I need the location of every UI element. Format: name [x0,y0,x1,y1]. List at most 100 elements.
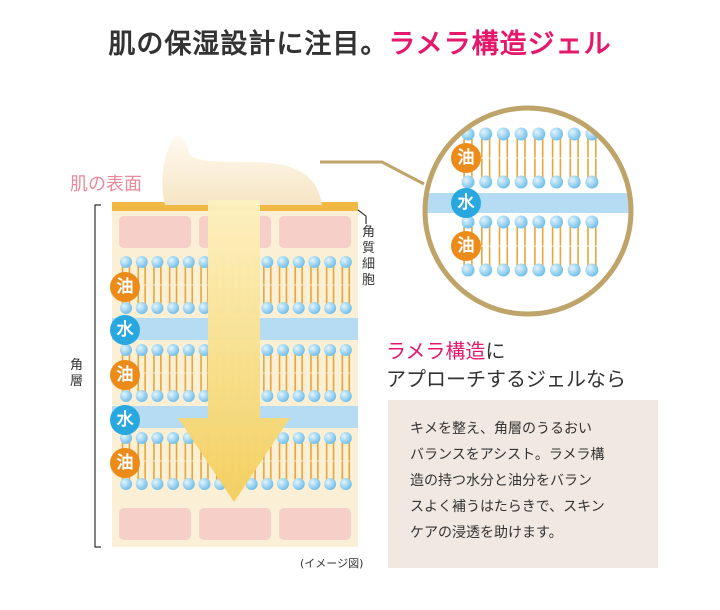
lipid-head [308,302,321,314]
water-badge: 水 [451,188,481,218]
heading-line1-rest: に [485,339,506,363]
info-line: 造の持つ水分と油分をバラン [410,473,592,489]
lipid-head [292,344,305,356]
lipid-head [292,390,305,402]
lipid-head [550,263,563,277]
lipid-head [261,344,274,356]
lipid-head [532,175,546,189]
heading-line2: アプローチするジェルなら [386,367,626,391]
heading-accent: ラメラ構造 [386,339,486,363]
lipid-head [339,390,352,402]
lipid-head [135,344,148,356]
lipid-head [182,478,195,490]
info-line: バランスをアシスト。ラメラ構 [410,447,605,463]
lipid-head [308,478,321,490]
lipid-head [585,263,599,277]
lipid-head [479,263,493,277]
lipid-head [292,478,305,490]
lipid-head [308,432,321,444]
lipid-head [135,256,148,268]
info-box [388,400,658,568]
lipid-head [151,478,164,490]
lipid-head [496,127,510,141]
lipid-head [461,215,475,229]
info-line: ケアの浸透を助けます。 [410,525,563,541]
lipid-head [461,263,475,277]
corneocyte-cell [279,508,351,540]
lipid-head [277,432,289,444]
lipid-head [324,390,337,402]
lipid-head [532,263,546,277]
lipid-head [585,215,599,229]
lipid-head [479,175,493,189]
lipid-head [135,302,148,314]
lipid-head [151,302,164,314]
lipid-head [496,263,510,277]
lipid-head [182,390,195,402]
lipid-head [277,256,289,268]
lipid-head [532,215,546,229]
lipid-head [277,302,289,314]
oil-badge: 油 [110,448,140,478]
lipid-head [324,344,337,356]
lipid-head [261,390,274,402]
lipid-head [479,215,493,229]
lipid-head [198,390,211,402]
corneocyte-label: 角質細胞 [362,225,376,288]
info-line: キメを整え、角層のうるおい [410,421,592,437]
oil-badge: 油 [451,143,481,173]
lipid-head [550,175,563,189]
lipid-head [167,344,180,356]
gel-heading: ラメラ構造に アプローチするジェルなら [386,337,626,393]
lipid-head [339,432,352,444]
lipid-head [479,127,493,141]
water-badge: 水 [110,315,140,345]
stratum-corneum-label: 角層 [70,358,84,389]
page-title: 肌の保湿設計に注目。ラメラ構造ジェル [0,22,720,61]
lipid-head [514,263,528,277]
lipid-head [324,432,337,444]
lipid-head [182,344,195,356]
lipid-head [167,302,180,314]
lipid-head [292,432,305,444]
lipid-head [261,302,274,314]
skin-surface-label: 肌の表面 [70,174,142,195]
zoom-connector [320,160,425,186]
zoom-circle-border [422,105,634,317]
lipid-head [120,390,132,402]
lipid-head [167,390,180,402]
lipid-head [550,215,563,229]
info-line: スよく補うはたらきで、スキン [410,499,605,515]
oil-badge: 油 [110,360,140,390]
gel-drop [162,135,322,205]
lipid-head [151,432,164,444]
lipid-head [261,256,274,268]
lipid-head [496,215,510,229]
lipid-head [120,344,132,356]
lipid-head [151,390,164,402]
lipid-head [135,390,148,402]
penetration-arrow [178,200,290,502]
lipid-head [339,344,352,356]
title-main: 肌の保湿設計に注目。 [108,29,389,60]
lipid-head [292,256,305,268]
lipid-head [277,478,289,490]
corneocyte-cell [199,508,271,540]
lipid-head [567,127,581,141]
lipid-head [135,432,148,444]
lipid-head [308,344,321,356]
oil-badge: 油 [110,272,140,302]
lipid-head [277,390,289,402]
lipid-head [567,175,581,189]
lipid-head [198,478,211,490]
lipid-head [182,256,195,268]
lipid-head [550,127,563,141]
lipid-head [120,478,132,490]
corneocyte-leader [357,209,367,224]
lipid-head [120,256,132,268]
lipid-head [496,175,510,189]
lipid-head [532,127,546,141]
corneocyte-cell [279,216,351,248]
lipid-head [151,344,164,356]
